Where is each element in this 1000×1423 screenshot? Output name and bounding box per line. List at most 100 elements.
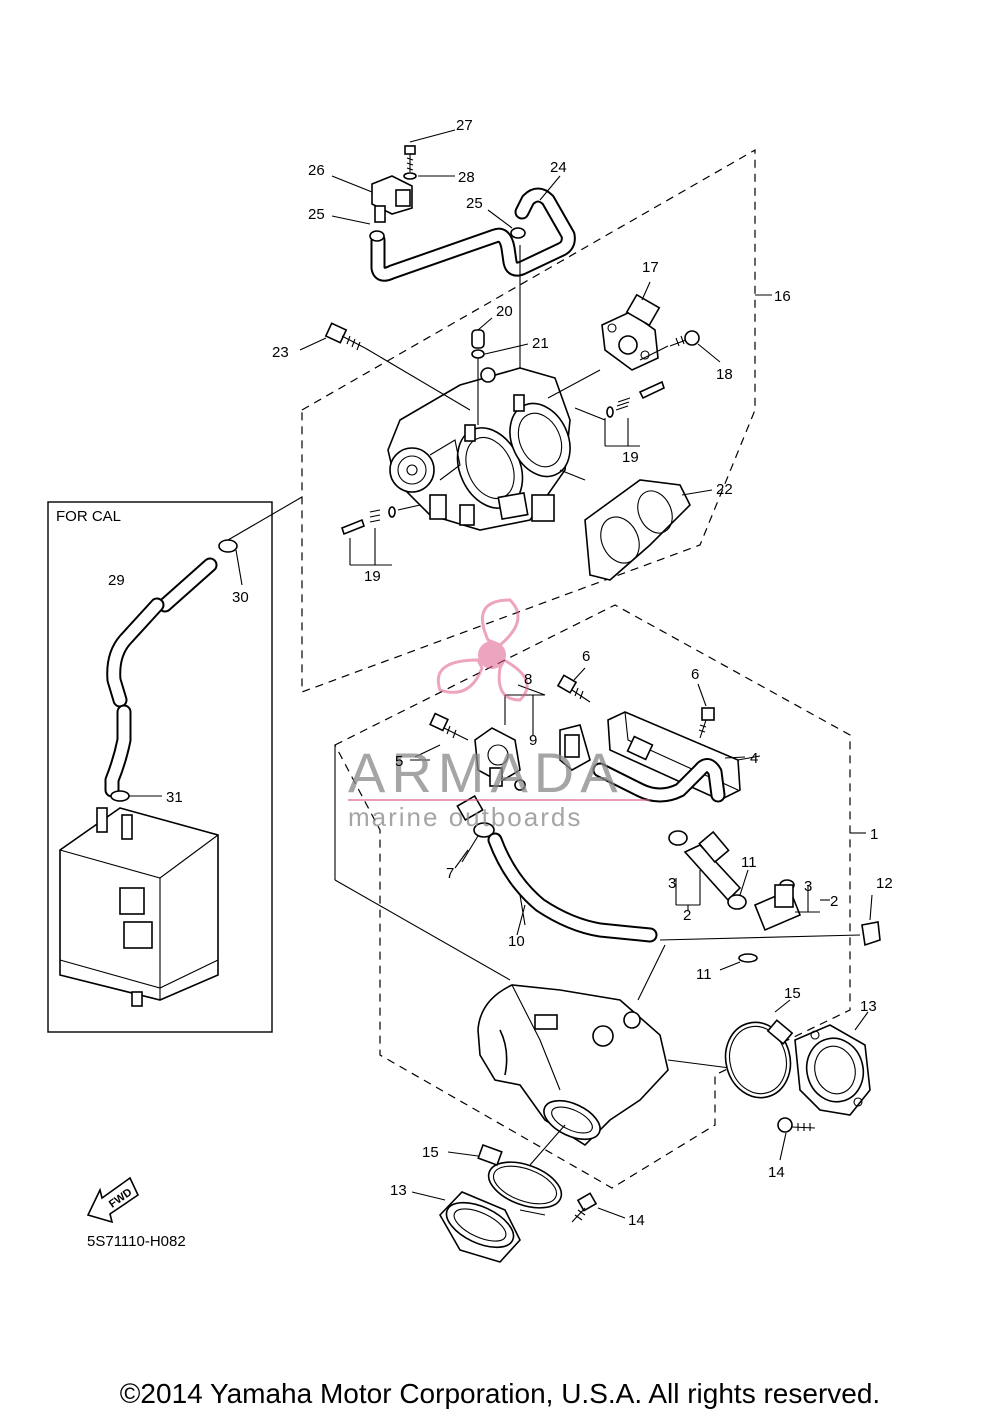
screw-spring-19-right — [574, 380, 665, 447]
hose-clip-31 — [110, 790, 162, 802]
hose-joint-7 — [456, 794, 495, 863]
leader-11-upper — [739, 869, 749, 896]
callout-26: 26 — [308, 162, 325, 179]
leader-4 — [724, 756, 746, 759]
gasket-22 — [559, 469, 713, 581]
intake-joint-13-right — [794, 1011, 871, 1116]
screw-23 — [299, 322, 471, 411]
screw-18 — [639, 330, 721, 363]
watermark-brand: ARMADA — [348, 741, 624, 804]
cap-20 — [471, 329, 485, 349]
clip-25-right — [510, 227, 526, 239]
watermark-tagline: marine outboards — [348, 802, 582, 832]
callout-31: 31 — [166, 789, 183, 806]
leader-24 — [539, 175, 561, 201]
throttle-position-sensor — [547, 281, 661, 399]
pressure-sensor-26 — [371, 175, 413, 223]
fwd-arrow-icon: FWD — [86, 1176, 140, 1224]
screw-6-left — [556, 667, 591, 703]
callout-20: 20 — [496, 303, 513, 320]
callout-11-lower: 11 — [696, 966, 712, 983]
callout-3-left: 3 — [668, 875, 676, 892]
leader-25-left — [331, 215, 371, 225]
callout-4: 4 — [750, 750, 758, 767]
leader-26 — [331, 175, 373, 193]
callout-24: 24 — [550, 159, 567, 176]
throttle-body — [387, 367, 571, 531]
charcoal-canister — [59, 807, 219, 1007]
callout-19-left: 19 — [364, 568, 381, 585]
leader-20 — [477, 317, 493, 331]
callout-7: 7 — [446, 865, 454, 882]
callout-16: 16 — [774, 288, 791, 305]
leader-11-lower — [719, 961, 741, 971]
callout-9: 9 — [529, 732, 537, 749]
hose-clamp-15-right — [724, 999, 794, 1099]
screw-27 — [404, 145, 416, 172]
fuel-injector-right — [753, 884, 820, 932]
washer-28 — [403, 172, 417, 180]
screw-5 — [414, 712, 469, 758]
clip-12 — [659, 894, 881, 947]
callout-8: 8 — [524, 671, 532, 688]
callout-2-right: 2 — [830, 893, 838, 910]
for-cal-inset-box — [47, 501, 273, 1033]
callout-13-right: 13 — [860, 998, 877, 1015]
fuel-injector-left — [675, 830, 742, 906]
throttle-body-assembly-outline — [301, 148, 756, 693]
intake-manifold — [334, 745, 731, 1147]
watermark-logo — [436, 598, 529, 702]
leader-25-right — [487, 209, 513, 229]
callout-13-left: 13 — [390, 1182, 407, 1199]
clip-25-left — [369, 230, 385, 242]
callout-6-right: 6 — [691, 666, 699, 683]
screw-14-left — [571, 1192, 626, 1223]
callout-14-left: 14 — [628, 1212, 645, 1229]
callout-25-left: 25 — [308, 206, 325, 223]
callout-11-upper: 11 — [741, 854, 757, 871]
hose-clip-30 — [218, 496, 303, 586]
callout-23: 23 — [272, 344, 289, 361]
pressure-regulator-9 — [474, 684, 546, 787]
vacuum-hose-24 — [370, 187, 576, 282]
callout-15-right: 15 — [784, 985, 801, 1002]
screw-14-right — [777, 1117, 816, 1161]
callout-28: 28 — [458, 169, 475, 186]
callout-6-left: 6 — [582, 648, 590, 665]
callout-30: 30 — [232, 589, 249, 606]
callout-18: 18 — [716, 366, 733, 383]
callout-29: 29 — [108, 572, 125, 589]
intake-joint-13-left — [411, 1191, 546, 1263]
callout-1: 1 — [870, 826, 878, 843]
callout-15-left: 15 — [422, 1144, 439, 1161]
callout-17: 17 — [642, 259, 659, 276]
clip-21 — [471, 349, 485, 359]
screw-spring-19-left — [341, 504, 421, 566]
intake-manifold-assembly-outline — [334, 604, 851, 1189]
hose-clamp-15-left — [447, 1124, 566, 1209]
for-cal-label: FOR CAL — [56, 508, 121, 525]
o-ring-11-lower — [738, 953, 758, 963]
callout-5: 5 — [395, 753, 403, 770]
screw-6-right — [697, 683, 715, 739]
leader-27 — [409, 129, 456, 143]
leader-7 — [454, 849, 469, 869]
fuel-rail-4 — [607, 711, 761, 801]
intake-hose-10 — [487, 832, 658, 943]
callout-27: 27 — [456, 117, 473, 134]
leader-21 — [484, 343, 529, 355]
o-ring-3-left — [668, 830, 688, 846]
fitting-near-regulator — [514, 724, 591, 791]
callout-21: 21 — [532, 335, 549, 352]
leader-10 — [516, 904, 526, 936]
callout-25-right: 25 — [466, 195, 483, 212]
fuel-hose — [592, 758, 726, 803]
callout-12: 12 — [876, 875, 893, 892]
canister-hose — [104, 557, 218, 798]
callout-22: 22 — [716, 481, 733, 498]
diagram-code: 5S71110-H082 — [87, 1233, 186, 1250]
copyright-notice: ©2014 Yamaha Motor Corporation, U.S.A. A… — [119, 1378, 881, 1409]
callout-3-right: 3 — [804, 878, 812, 895]
callout-10: 10 — [508, 933, 525, 950]
